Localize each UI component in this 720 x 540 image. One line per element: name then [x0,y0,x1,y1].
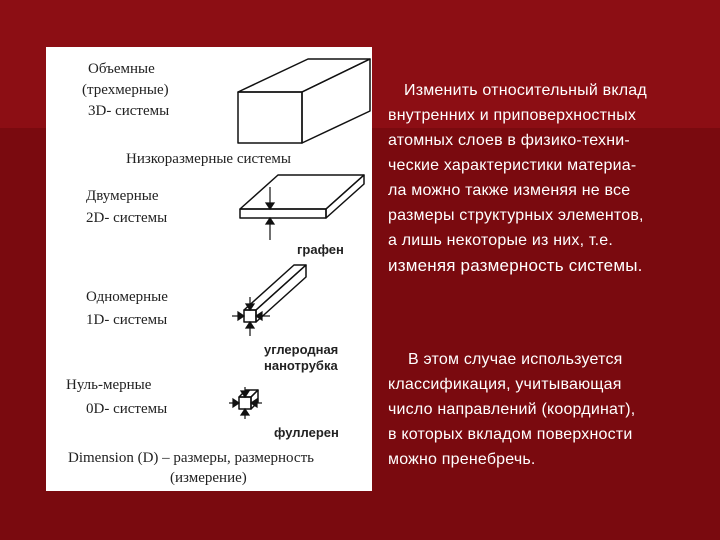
nanotube-rod-shape [243,264,307,323]
p1-line-8: изменяя размерность системы. [388,256,643,275]
p2-line-1: В этом случае используется [408,351,623,368]
two-d-label-1: Двумерные [86,188,159,204]
p1-line-6: размеры структурных элементов, [388,207,644,224]
p2-line-3: число направлений (координат), [388,401,636,418]
graphene-label: графен [297,242,344,257]
p1-line-5: ла можно также изменяя не все [388,182,631,199]
one-d-label-1: Одномерные [86,289,168,305]
volume-label-1: Объемные [88,61,155,77]
graphene-slab-shape [239,174,365,219]
p1-line-4: ческие характеристики материа- [388,157,637,174]
dimension-figure: Объемные (трехмерные) 3D- системы Низкор… [46,47,372,491]
p1-line-3: атомных слоев в физико-техни- [388,132,630,149]
p2-line-5: можно пренебречь. [388,451,536,468]
lowdim-title: Низкоразмерные системы [126,151,291,167]
two-d-label-2: 2D- системы [86,210,168,226]
p1-line-2: внутренних и приповерхностных [388,107,637,124]
p1-line-7: а лишь некоторые из них, т.е. [388,232,614,249]
caption-line-1: Dimension (D) – размеры, размерность [68,450,314,466]
paragraph-2: В этом случае используется классификация… [388,347,700,472]
p2-line-4: в которых вкладом поверхности [388,426,633,443]
paragraph-1: Изменить относительный вклад внутренних … [388,78,700,278]
volume-label-2: (трехмерные) [82,82,169,98]
caption-line-2: (измерение) [170,470,247,486]
nanotube-label-1: углеродная [264,342,339,357]
fullerene-label: фуллерен [274,425,339,440]
zero-d-label-2: 0D- системы [86,401,168,417]
volume-label-3: 3D- системы [88,103,170,119]
zero-d-label-1: Нуль-мерные [66,377,152,393]
volume-block-shape [237,58,371,144]
p1-line-1: Изменить относительный вклад [404,82,647,99]
nanotube-label-2: нанотрубка [264,358,338,373]
p2-line-2: классификация, учитывающая [388,376,622,393]
one-d-label-2: 1D- системы [86,312,168,328]
figure-drawing [229,58,371,419]
